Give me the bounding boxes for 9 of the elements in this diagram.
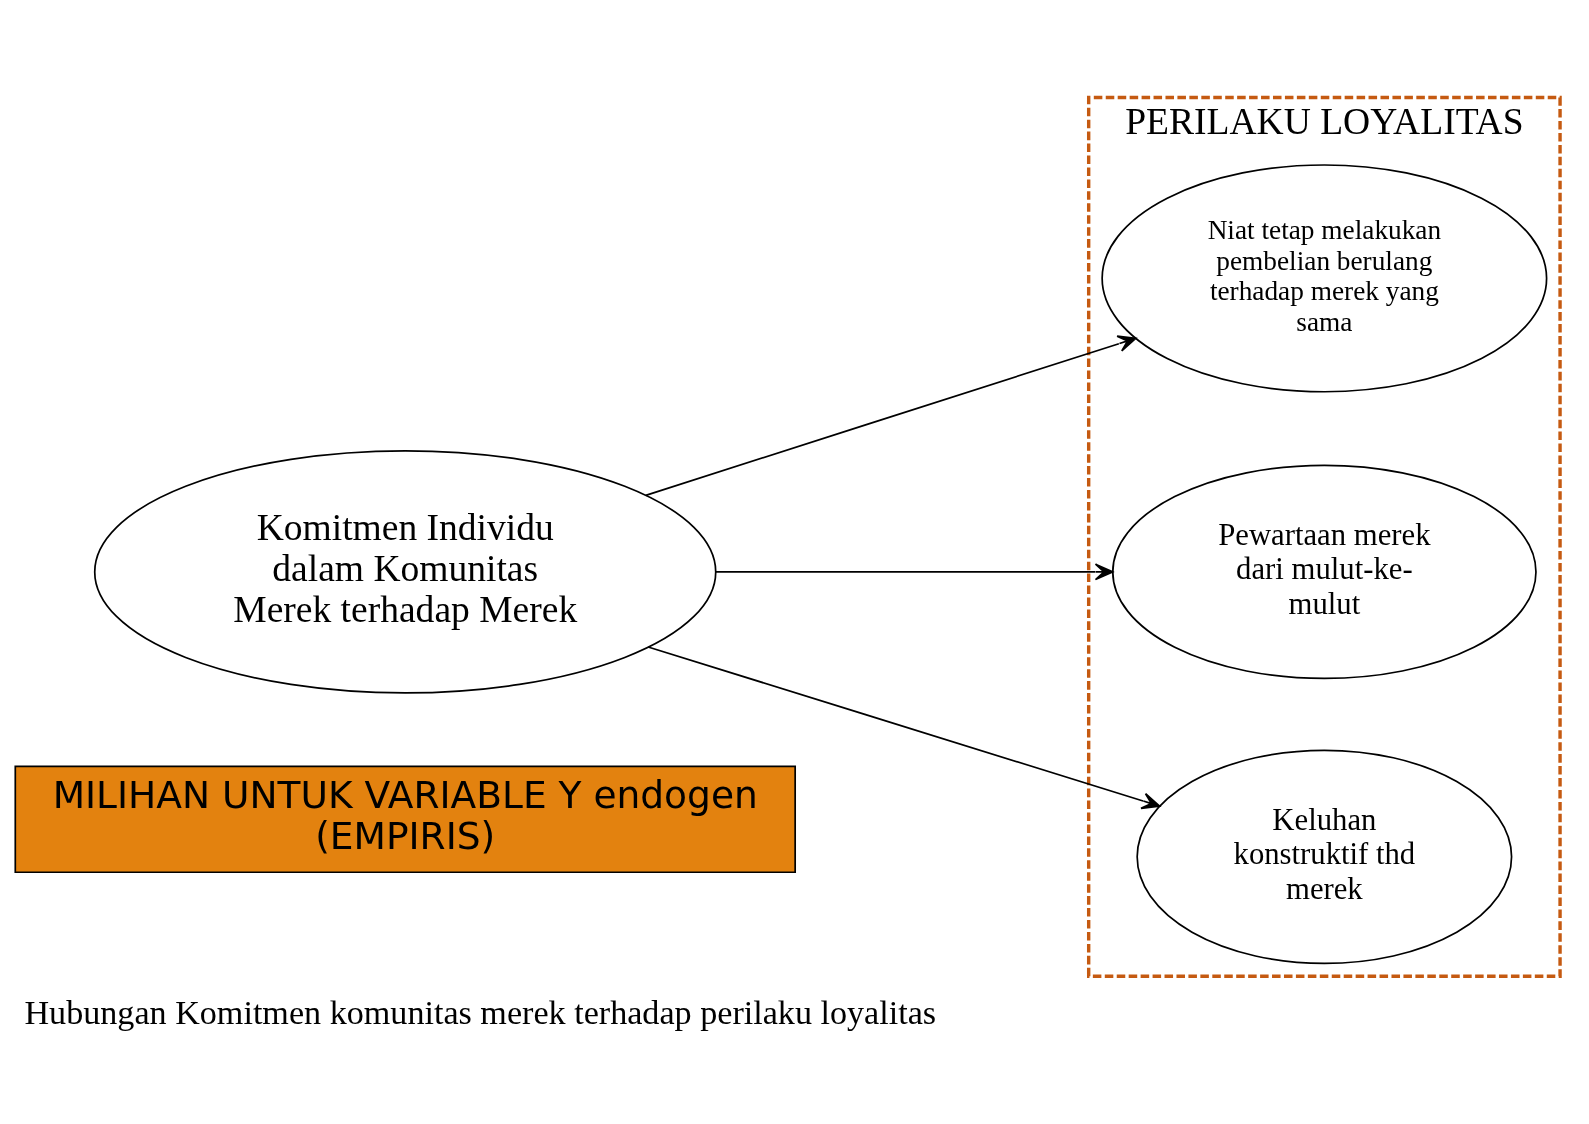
node-ellipse: Niat tetap melakukan pembelian berulang terhadap merek yang sama — [1101, 163, 1548, 393]
node-ellipse: Pewartaan merek dari mulut-ke-mulut — [1111, 463, 1537, 679]
node-box: MILIHAN UNTUK VARIABLE Y endogen (EMPIRIS) — [14, 765, 797, 873]
node-ellipse: Komitmen Individu dalam Komunitas Merek terhadap Merek — [93, 449, 717, 694]
node-ellipse: Keluhan konstruktif thd merek — [1136, 748, 1513, 964]
arrow — [644, 334, 1137, 496]
arrow — [647, 645, 1161, 809]
arrow — [714, 562, 1114, 580]
caption: Hubungan Komitmen komunitas merek terhadap perilaku loyalitas — [24, 993, 937, 1031]
